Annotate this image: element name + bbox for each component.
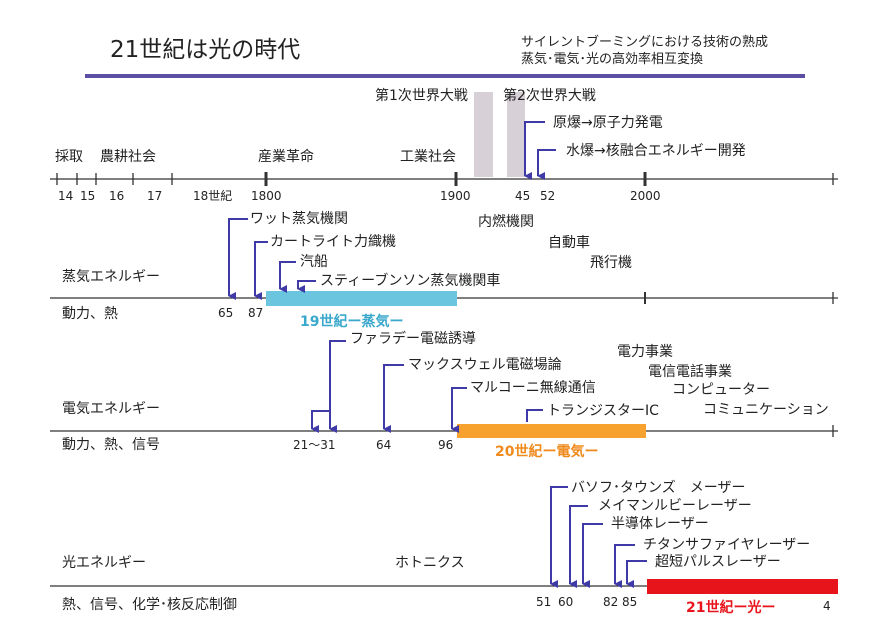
- steam-use: 動力、熱: [62, 306, 118, 322]
- arrow-maiman: [569, 505, 588, 588]
- arrow-hydrogen: [537, 149, 556, 180]
- electric-era-bar: [457, 424, 646, 438]
- arrow-maxwell: [383, 364, 404, 433]
- steam-label: 蒸気エネルギー: [62, 269, 160, 285]
- event-ultrashort: 超短パルスレーザー: [655, 554, 781, 570]
- event-titanium: チタンサファイヤレーザー: [643, 537, 811, 553]
- steam-era-label: 19世紀ー蒸気ー: [300, 314, 404, 330]
- later-combustion: 内燃機関: [478, 214, 534, 230]
- event-stephenson: スティーブンソン蒸気機関車: [320, 273, 501, 289]
- event-semiconductor: 半導体レーザー: [611, 516, 709, 532]
- later-power: 電力事業: [617, 344, 673, 360]
- arrow-ultrashort: [626, 560, 647, 588]
- tick-label: 17: [147, 189, 163, 203]
- arrow-steamship: [279, 261, 296, 293]
- light-label: 光エネルギー: [62, 555, 146, 571]
- arrow-faraday: [329, 340, 346, 433]
- war2-label: 第2次世界大戦: [503, 88, 596, 104]
- arrow-titanium: [614, 544, 635, 588]
- year-label: 85: [622, 595, 638, 609]
- era-industrial-society: 工業社会: [400, 149, 456, 165]
- era-agrarian: 農耕社会: [100, 149, 156, 165]
- electric-era-label: 20世紀ー電気ー: [495, 444, 599, 460]
- year-label: 82: [603, 595, 619, 609]
- arrow-watt: [228, 218, 248, 300]
- arrow-faraday-21: [311, 410, 330, 433]
- war1-label: 第1次世界大戦: [375, 88, 468, 104]
- later-communication: コミュニケーション: [703, 402, 829, 418]
- event-marconi: マルコーニ無線通信: [470, 380, 596, 396]
- timeline-axis: [50, 172, 838, 186]
- later-telecom: 電信電話事業: [648, 364, 732, 380]
- event-watt: ワット蒸気機関: [250, 211, 348, 227]
- event-cartwright: カートライト力織機: [270, 234, 396, 250]
- tick-label: 1900: [440, 189, 471, 203]
- tick-label: 15: [80, 189, 96, 203]
- event-steamship: 汽船: [300, 254, 328, 270]
- arrow-stephenson: [297, 280, 316, 293]
- light-era-label: 21世紀ー光ー: [686, 600, 776, 616]
- later-automobile: 自動車: [548, 235, 590, 251]
- light-use: 熱、信号、化学･核反応制御: [62, 597, 237, 613]
- era-industrial-revolution: 産業革命: [258, 149, 314, 165]
- year-label: 65: [218, 306, 234, 320]
- war1-band: [474, 92, 493, 177]
- electric-use: 動力、熱、信号: [62, 437, 160, 453]
- year-label: 51: [536, 595, 552, 609]
- event-faraday: ファラデー電磁誘導: [350, 331, 476, 347]
- tick-label: 18世紀: [193, 189, 233, 203]
- light-era-bar: [647, 579, 838, 594]
- event-maxwell: マックスウェル電磁場論: [408, 357, 562, 373]
- tick-label: 52: [540, 189, 556, 203]
- electric-label: 電気エネルギー: [62, 401, 160, 417]
- year-label: 60: [558, 595, 574, 609]
- event-maiman: メイマンルビーレーザー: [598, 498, 752, 514]
- tick-label: 16: [109, 189, 125, 203]
- war2-band: [507, 92, 525, 177]
- arrow-basov: [550, 486, 568, 588]
- atomic-label: 原爆→原子力発電: [553, 115, 663, 131]
- later-airplane: 飛行機: [590, 255, 632, 271]
- year-label: 64: [376, 438, 392, 452]
- arrow-marconi: [451, 387, 467, 433]
- steam-era-bar: [266, 291, 457, 306]
- tick-label: 2000: [630, 189, 661, 203]
- era-gathering: 採取: [55, 149, 83, 165]
- arrow-semiconductor: [582, 523, 603, 588]
- year-label: 87: [248, 306, 264, 320]
- page-title: 21世紀は光の時代: [110, 37, 301, 63]
- page-number: 4: [823, 599, 831, 613]
- arrow-atomic: [524, 121, 545, 180]
- later-computer: コンピューター: [672, 382, 770, 398]
- arrow-cartwright: [254, 241, 268, 300]
- subtitle-line1: サイレントブーミングにおける技術の熟成: [521, 35, 769, 50]
- tick-label: 14: [58, 189, 74, 203]
- tick-label: 45: [515, 189, 531, 203]
- event-basov: バソフ･タウンズ メーザー: [571, 480, 746, 496]
- year-label: 21〜31: [293, 438, 336, 452]
- photonics-label: ホトニクス: [395, 555, 465, 571]
- tick-label: 1800: [251, 189, 282, 203]
- hydrogen-label: 水爆→核融合エネルギー開発: [566, 143, 746, 159]
- subtitle-line2: 蒸気･電気･光の高効率相互変換: [521, 52, 704, 67]
- year-label: 96: [438, 438, 454, 452]
- bracket-transistor: [526, 409, 543, 422]
- event-transistor: トランジスターIC: [547, 403, 659, 419]
